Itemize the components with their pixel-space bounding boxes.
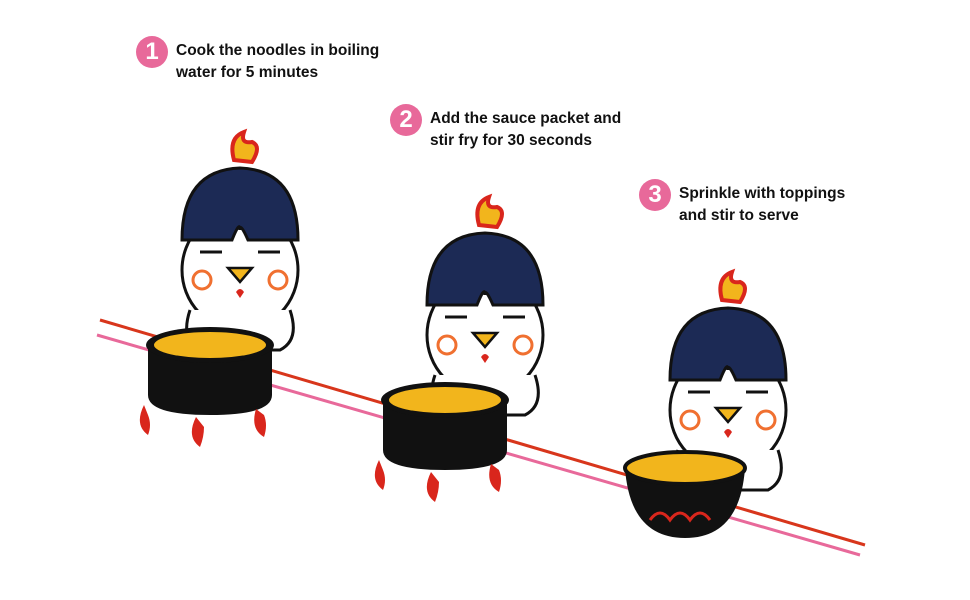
step-2: 2 Add the sauce packet and stir fry for …: [390, 104, 622, 152]
step-number-badge: 3: [639, 179, 671, 211]
step-text: Cook the noodles in boiling water for 5 …: [176, 42, 380, 81]
step-3: 3 Sprinkle with toppings and stir to ser…: [639, 179, 846, 227]
step-text: Add the sauce packet and stir fry for 30…: [430, 110, 622, 149]
step-number-badge: 2: [390, 104, 422, 136]
pot-2: [374, 382, 509, 502]
step-number-badge: 1: [136, 36, 168, 68]
chicken-mascot-1: [180, 130, 300, 352]
step-1: 1 Cook the noodles in boiling water for …: [136, 36, 380, 84]
pot-1: [139, 327, 274, 447]
bowl-3: [623, 450, 747, 538]
step-text: Sprinkle with toppings and stir to serve: [679, 185, 846, 224]
